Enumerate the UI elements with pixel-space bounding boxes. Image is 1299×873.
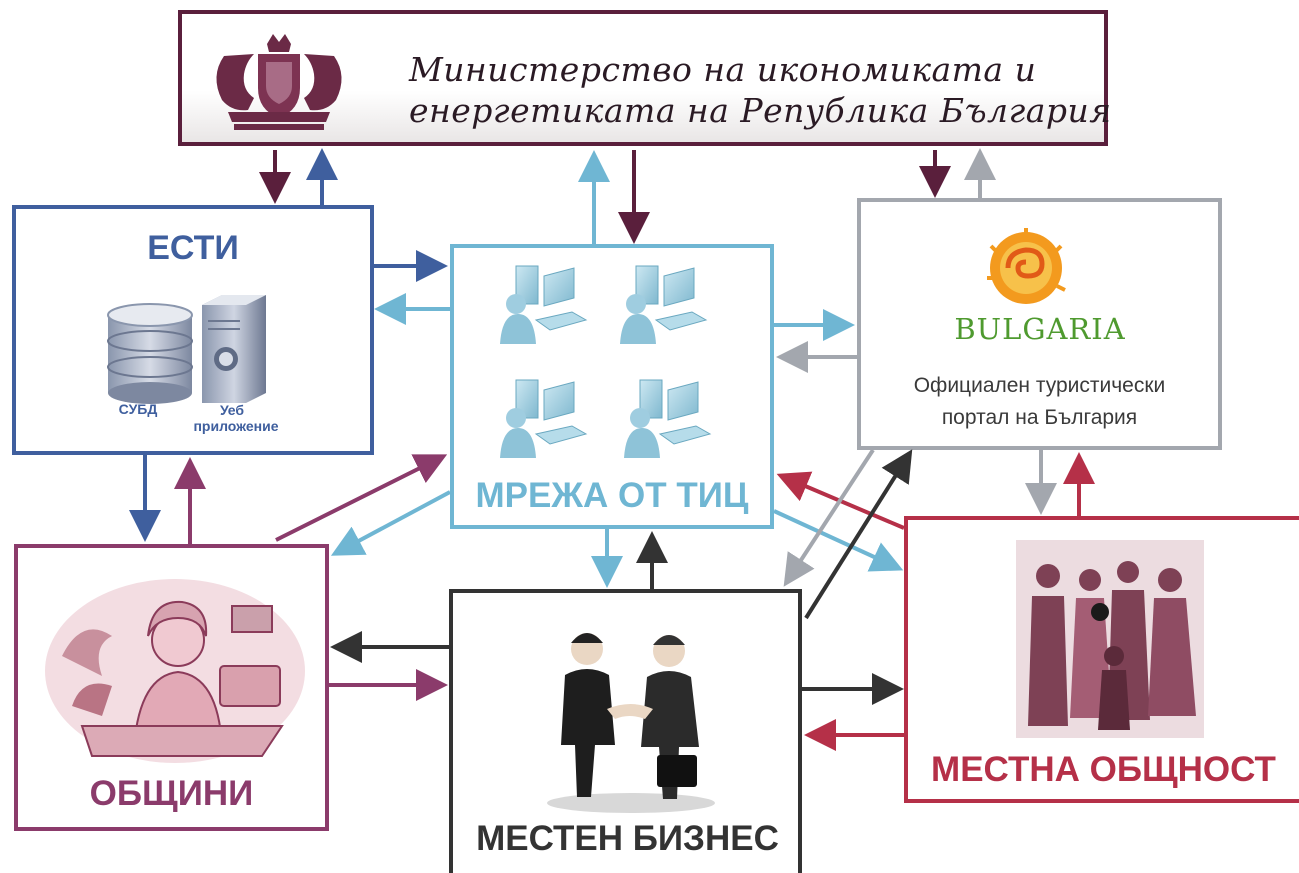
arrow-biznes-to-portal (804, 449, 913, 620)
tic-title: МРЕЖА ОТ ТИЦ (475, 476, 749, 515)
coat-of-arms-icon (216, 34, 342, 130)
esti-title: ЕСТИ (147, 229, 239, 267)
municipalities-box: ОБЩИНИ (14, 544, 329, 831)
arrow-tic-to-community (773, 509, 904, 572)
local-community-title: МЕСТНА ОБЩНОСТ (931, 750, 1276, 789)
bulgaria-sun-logo-icon (987, 228, 1066, 304)
arrow-obshtini-to-tic (275, 454, 448, 542)
web-app-label-2: приложение (193, 418, 279, 434)
tourism-portal-box: BULGARIA Официален туристически портал н… (857, 198, 1222, 450)
tic-network-box: МРЕЖА ОТ ТИЦ (450, 244, 774, 529)
bulgaria-logo-text: BULGARIA (954, 312, 1126, 346)
esti-box: ЕСТИ СУБД Уеб приложение (12, 205, 374, 455)
local-business-box: МЕСТЕН БИЗНЕС (449, 589, 802, 873)
handshake-illustration (547, 633, 715, 813)
database-icon (107, 303, 193, 404)
local-community-box: МЕСТНА ОБЩНОСТ (904, 516, 1299, 803)
ministry-box: Министерство на икономиката и енергетика… (178, 10, 1111, 146)
municipalities-title: ОБЩИНИ (89, 774, 254, 813)
community-people-illustration (1016, 540, 1204, 738)
local-business-title: МЕСТЕН БИЗНЕС (476, 819, 779, 858)
arrow-tic-to-obshtini (330, 490, 451, 556)
ministry-line-2: енергетиката на Република България (409, 91, 1112, 130)
portal-line-1: Официален туристически (913, 374, 1166, 397)
ministry-line-1: Министерство на икономиката и (409, 50, 1037, 89)
arrow-community-to-tic (776, 471, 905, 530)
web-server-icon (202, 295, 266, 403)
portal-line-2: портал на България (941, 406, 1138, 429)
web-app-label-1: Уеб (219, 402, 245, 418)
arrow-portal-to-biznes (783, 448, 875, 587)
office-clerk-illustration (45, 579, 305, 763)
dbms-label: СУБД (118, 401, 158, 417)
